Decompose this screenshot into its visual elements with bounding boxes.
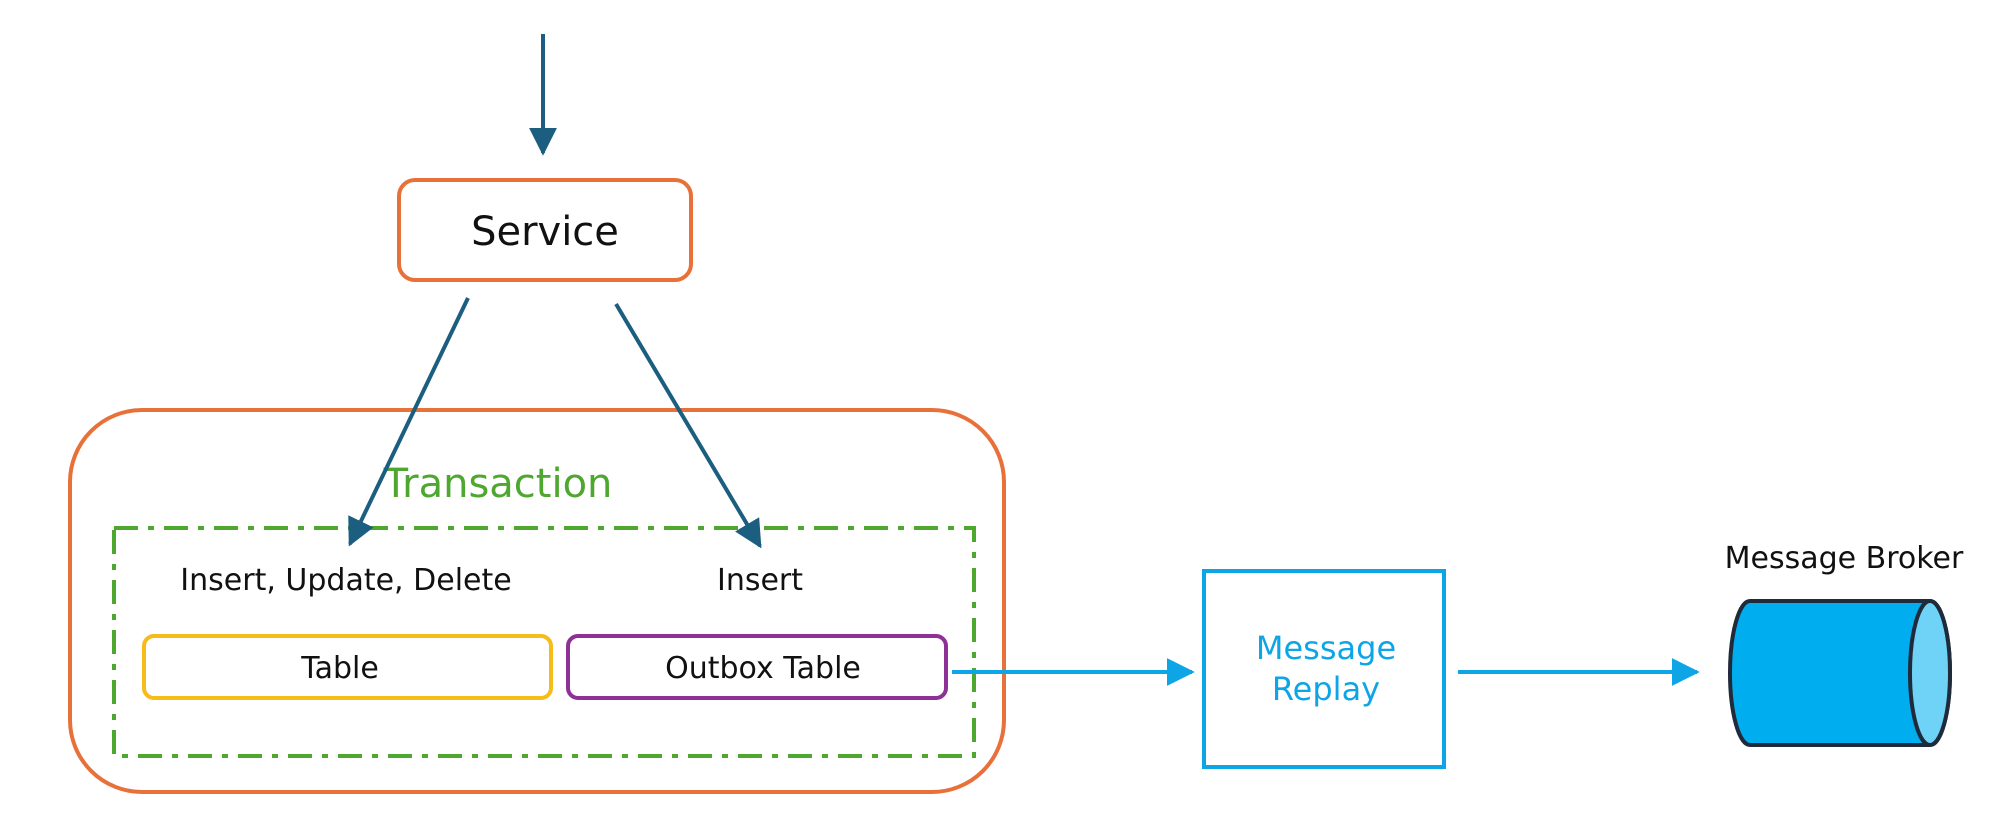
service-to-outbox-arrow xyxy=(614,302,762,549)
table-label: Table xyxy=(300,651,379,686)
message-replay-label-line1: Message xyxy=(1256,629,1396,667)
cylinder-queue-icon[interactable] xyxy=(1728,599,1952,747)
table-box[interactable]: Table xyxy=(142,634,553,700)
crud-label: Insert, Update, Delete xyxy=(180,563,511,598)
message-replay-label-line2: Replay xyxy=(1272,670,1380,708)
service-to-table-arrow xyxy=(348,297,470,547)
outbox-table-label: Outbox Table xyxy=(665,651,861,686)
message-replay-box[interactable]: Message Replay xyxy=(1202,569,1446,769)
transaction-boundary xyxy=(112,526,976,758)
service-label: Service xyxy=(471,209,619,255)
insert-label: Insert xyxy=(717,563,803,598)
transaction-container xyxy=(68,408,1006,794)
transaction-label: Transaction xyxy=(383,461,613,507)
service-box[interactable]: Service xyxy=(397,178,693,282)
message-broker-label: Message Broker xyxy=(1725,541,1964,576)
outbox-table-box[interactable]: Outbox Table xyxy=(566,634,948,700)
